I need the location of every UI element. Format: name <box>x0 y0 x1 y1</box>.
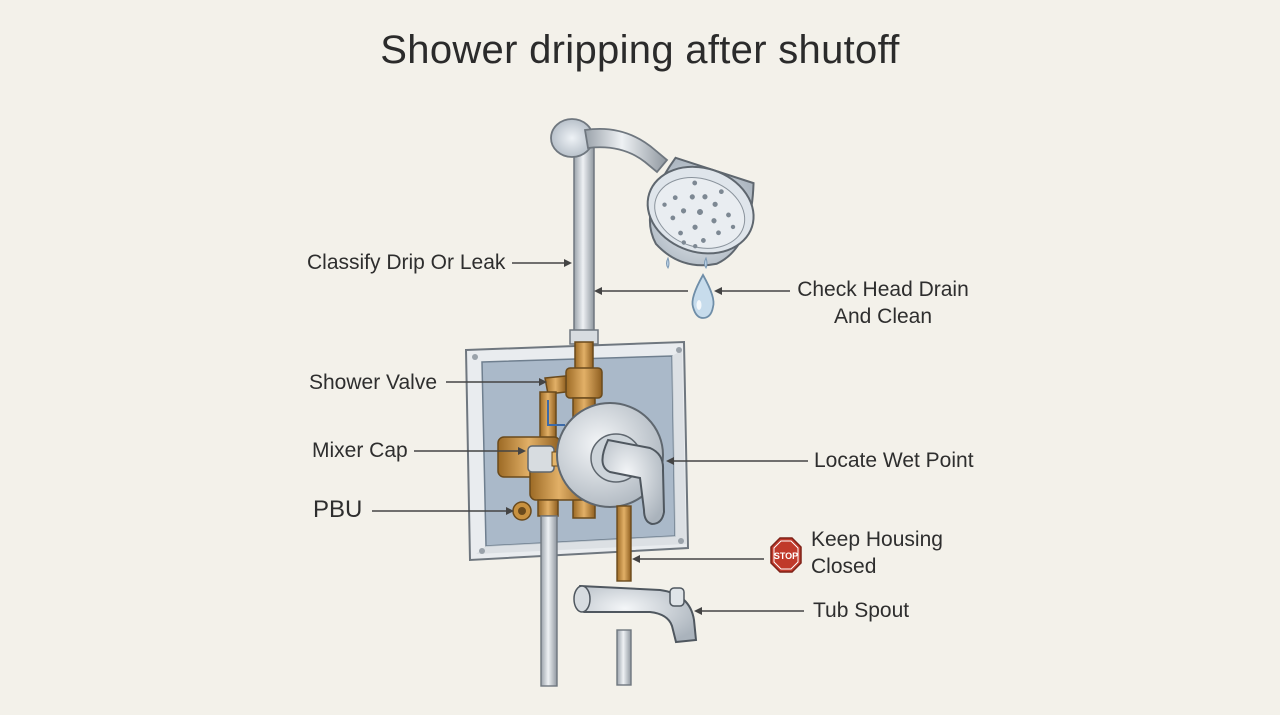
label-keep-housing-closed: Keep Housing Closed <box>811 526 943 580</box>
label-tub-spout: Tub Spout <box>813 599 910 622</box>
riser-pipe <box>569 134 599 345</box>
label-keep-housing-line1: Keep Housing <box>811 528 943 551</box>
label-pbu: PBU <box>313 496 363 523</box>
label-mixer-cap: Mixer Cap <box>312 439 408 462</box>
label-check-head-line1: Check Head Drain <box>797 278 969 301</box>
label-classify-drip: Classify Drip Or Leak <box>307 251 506 274</box>
svg-text:STOP: STOP <box>774 551 798 561</box>
stop-sign-icon: STOP <box>770 537 802 573</box>
tub-spout <box>573 584 698 644</box>
label-locate-wet-point: Locate Wet Point <box>814 449 974 472</box>
water-drop-icon <box>691 273 715 319</box>
diagram-title: Shower dripping after shutoff <box>380 28 900 72</box>
mixer-cap <box>527 445 561 473</box>
lower-pipes <box>540 505 632 687</box>
label-check-head-line2: And Clean <box>833 305 933 328</box>
label-shower-valve: Shower Valve <box>309 371 438 394</box>
shower-head <box>646 156 755 267</box>
shower-arm <box>550 118 669 174</box>
trim-plate-and-handle <box>556 402 666 526</box>
pbu-port <box>512 501 532 521</box>
label-keep-housing-line2: Closed <box>811 555 877 578</box>
label-check-head-drain: Check Head Drain And Clean <box>796 276 970 330</box>
